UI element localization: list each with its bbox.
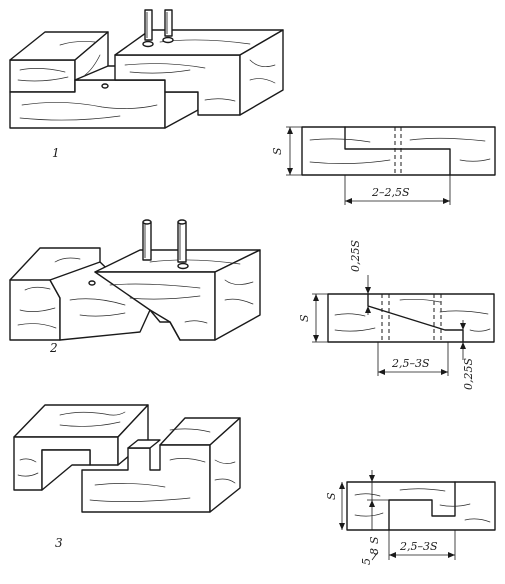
fig1-dowel-2: [164, 9, 173, 37]
figure-1-number: 1: [52, 146, 60, 160]
fig3-fraction-den: 8: [368, 548, 381, 555]
figure-3-side-view: S 5 8 S 2,5–3S: [325, 470, 496, 565]
fig3-left-recess: [41, 449, 91, 491]
fig1-dim-length: [344, 175, 451, 205]
fig3-fraction-var: S: [368, 536, 381, 544]
fig1-board-outline: [301, 126, 496, 176]
fig1-label-s: S: [271, 147, 284, 155]
fig1-dowels: [101, 9, 174, 89]
fig1-right-block-side: [239, 29, 284, 116]
fig1-dowel-axes: [394, 127, 402, 175]
fig3-right-front: [81, 444, 211, 513]
figure-2-isometric: [9, 219, 261, 341]
fig2-scarf-face: [49, 261, 151, 341]
fig2-dim-s: [312, 293, 328, 343]
fig3-label-s: S: [325, 492, 338, 500]
fig2-right-block-side: [214, 249, 261, 341]
figure-1-isometric: [9, 9, 284, 129]
fig1-step: [164, 91, 199, 129]
fig1-dowel-1: [144, 9, 153, 41]
fig2-dowel-2: [177, 221, 187, 263]
fig3-label-fraction: 5 8 S: [360, 536, 381, 565]
figure-3-number: 3: [55, 536, 63, 550]
fig2-board-outline: [327, 293, 495, 343]
fig2-dowel-axes: [381, 294, 442, 342]
fig3-fraction-num: 5: [360, 558, 373, 565]
figure-2-number: 2: [49, 341, 58, 355]
fig3-right-side: [209, 417, 241, 513]
fig2-label-length: 2,5–3S: [391, 357, 430, 370]
fig2-hook: [149, 309, 181, 341]
fig1-dim-s: [286, 126, 302, 176]
fig2-dowels: [88, 219, 189, 286]
fig1-joint-line: [344, 126, 451, 176]
figure-2-side-view: S 0,25S 2,5–3S 0,25S: [298, 240, 495, 390]
fig2-dowel-1: [142, 221, 152, 261]
fig3-dim-offset: [367, 470, 389, 530]
fig3-label-length: 2,5–3S: [399, 540, 438, 553]
fig2-label-offset-bottom: 0,25S: [462, 358, 475, 390]
fig2-dim-length: [377, 342, 449, 376]
fig2-label-s: S: [298, 314, 311, 322]
fig2-label-offset-top: 0,25S: [349, 240, 362, 272]
fig2-left-block-front: [9, 279, 61, 341]
figure-3-isometric: [13, 404, 241, 513]
fig1-label-length: 2–2,5S: [371, 186, 410, 199]
figure-1-side-view: S 2–2,5S: [271, 126, 496, 205]
fig3-tenon-top: [127, 439, 161, 449]
fig3-joint-line: [388, 481, 456, 531]
fig3-board-outline: [346, 481, 496, 531]
fig1-left-block-front: [9, 59, 76, 93]
